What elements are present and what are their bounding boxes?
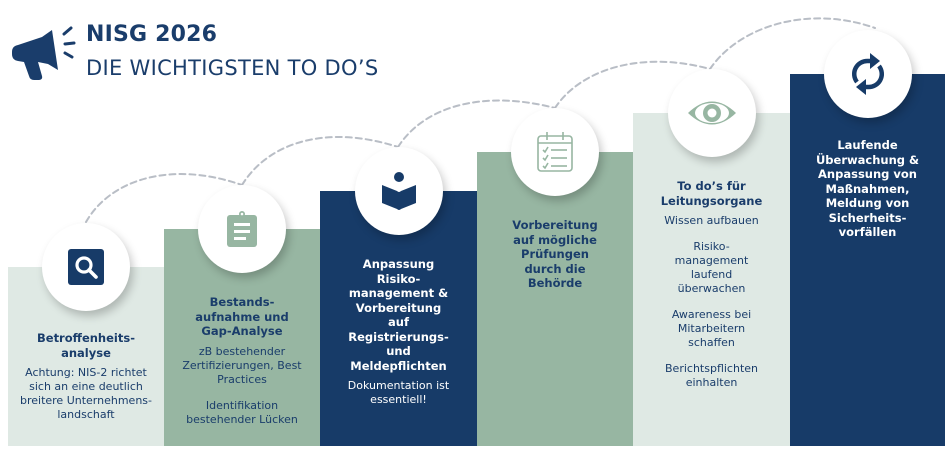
step-icon-circle <box>823 30 912 118</box>
path-segment-1 <box>85 173 243 223</box>
step-heading: Laufende Überwachung & Anpassung von Maß… <box>815 138 920 239</box>
step-heading: Bestands- aufnahme und Gap-Analyse <box>195 295 289 338</box>
step-heading: To do’s für Leitungsorgane <box>660 179 763 208</box>
step-text: Laufende Überwachung & Anpassung von Maß… <box>790 138 945 240</box>
step-body-text: Wissen aufbauen <box>664 214 759 227</box>
step-icon-circle <box>511 108 599 196</box>
step-text: Bestands- aufnahme und Gap-Analyse zB bes… <box>164 295 320 427</box>
step-body-text: zB bestehender Zertifizierungen, Best Pr… <box>182 344 302 386</box>
step-body-text: Dokumentation ist essentiell! <box>347 379 450 406</box>
checklist-calendar-icon <box>535 131 575 173</box>
refresh-cycle-icon <box>848 52 888 96</box>
eye-icon <box>686 98 738 128</box>
step-body-text: Risiko- management laufend überwachen <box>674 240 749 295</box>
step-icon-circle <box>667 69 756 157</box>
page-title: NISG 2026 <box>86 22 218 47</box>
clipboard-icon <box>226 210 258 248</box>
step-icon-circle <box>198 185 286 273</box>
megaphone-icon <box>12 26 76 80</box>
step-column-3: Anpassung Risiko- management & Vorbereit… <box>320 147 477 446</box>
step-icon-circle <box>42 223 130 311</box>
step-text: Anpassung Risiko- management & Vorbereit… <box>320 257 477 407</box>
step-body-text: Berichtspflichten einhalten <box>665 362 758 389</box>
search-icon <box>68 249 104 285</box>
path-segment-5 <box>709 17 876 70</box>
step-body-text: Identifikation bestehender Lücken <box>186 398 298 426</box>
step-column-2: Bestands- aufnahme und Gap-Analyse zB bes… <box>164 185 320 446</box>
step-heading: Betroffenheits- analyse <box>37 331 135 360</box>
reading-person-icon <box>379 171 419 211</box>
step-icon-circle <box>354 147 443 235</box>
step-column-4: Vorbereitung auf mögliche Prüfungen durc… <box>477 108 633 446</box>
step-body-text: Awareness bei Mitarbeitern schaffen <box>671 308 752 349</box>
step-column-6: Laufende Überwachung & Anpassung von Maß… <box>790 30 945 446</box>
path-segment-3 <box>397 99 556 148</box>
path-segment-4 <box>554 60 711 109</box>
step-body-text: Achtung: NIS-2 richtet sich an eine deut… <box>19 366 152 421</box>
step-heading: Vorbereitung auf mögliche Prüfungen durc… <box>512 218 598 290</box>
step-text: Vorbereitung auf mögliche Prüfungen durc… <box>477 218 633 291</box>
step-heading: Anpassung Risiko- management & Vorbereit… <box>348 257 449 373</box>
page-subtitle: DIE WICHTIGSTEN TO DO’S <box>86 56 379 80</box>
